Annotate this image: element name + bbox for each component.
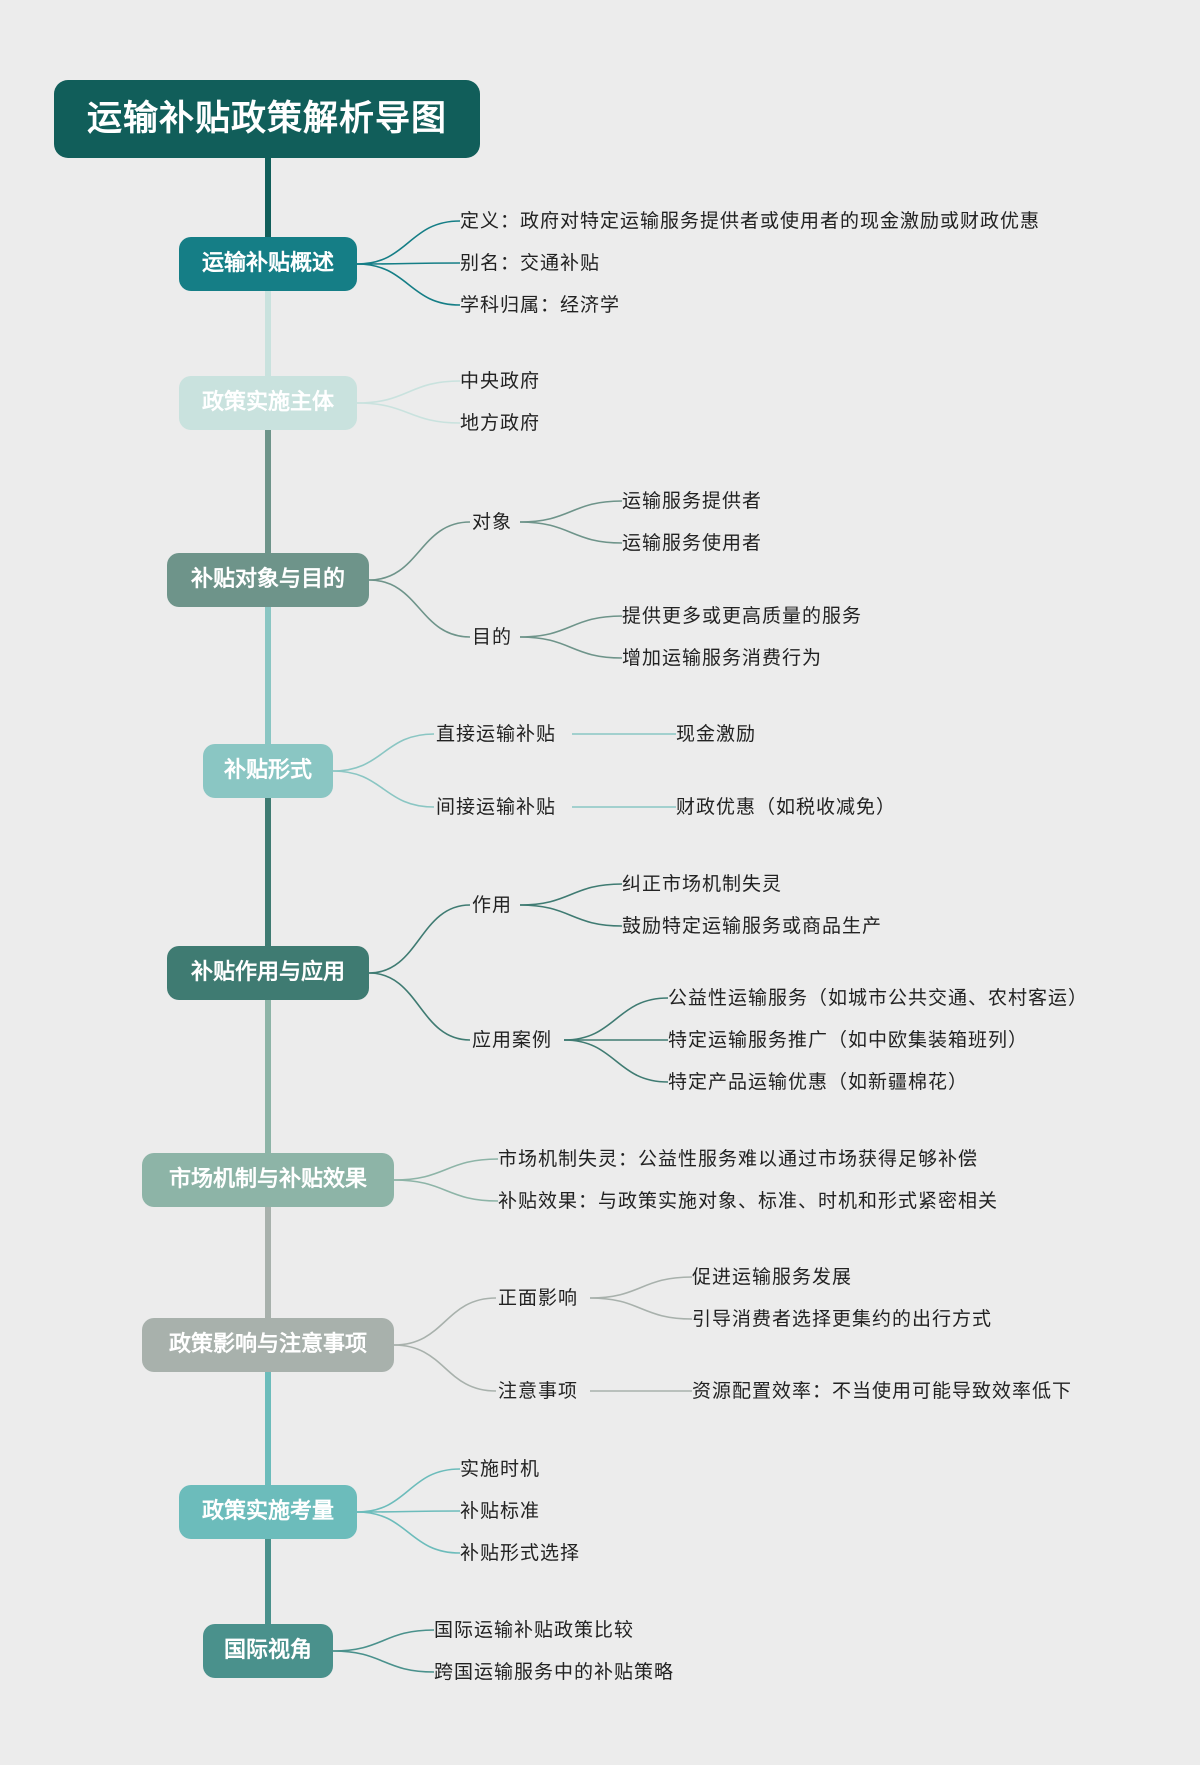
- form-direct-label: 直接运输补贴: [436, 723, 557, 745]
- impact-promote-development: 促进运输服务发展: [692, 1266, 853, 1288]
- target-group-label: 对象: [472, 511, 513, 533]
- target-leaf-connector: [519, 500, 623, 523]
- form-tax-preference: 财政优惠（如税收减免）: [676, 796, 897, 818]
- purpose-leaf-connector: [519, 615, 623, 638]
- branch-overview[interactable]: 运输补贴概述: [179, 237, 357, 291]
- branch-target-purpose[interactable]: 补贴对象与目的: [167, 553, 369, 607]
- market-connector: [393, 1179, 499, 1202]
- application-connector: [368, 972, 471, 1041]
- positive-connector: [393, 1297, 497, 1346]
- overview-connector: [356, 220, 461, 265]
- subject-central-government: 中央政府: [460, 370, 541, 392]
- subject-connector: [356, 402, 461, 424]
- map-title: 运输补贴政策解析导图: [54, 80, 480, 158]
- case-china-europe-train: 特定运输服务推广（如中欧集装箱班列）: [668, 1029, 1029, 1051]
- notes-label: 注意事项: [498, 1380, 579, 1402]
- consider-standard: 补贴标准: [460, 1500, 541, 1522]
- positive-impact-label: 正面影响: [498, 1287, 579, 1309]
- positive-leaf-connector: [589, 1276, 693, 1299]
- consider-connector: [356, 1511, 461, 1554]
- form-indirect-label: 间接运输补贴: [436, 796, 557, 818]
- consider-form-choice: 补贴形式选择: [460, 1542, 581, 1564]
- target-user: 运输服务使用者: [622, 532, 763, 554]
- intl-connector: [332, 1650, 435, 1673]
- purpose-increase-consumption: 增加运输服务消费行为: [622, 647, 823, 669]
- impact-intensive-travel: 引导消费者选择更集约的出行方式: [692, 1308, 993, 1330]
- case-leaf-connector: [563, 1039, 669, 1083]
- overview-connector: [356, 262, 461, 265]
- consider-timing: 实施时机: [460, 1458, 541, 1480]
- intl-policy-comparison: 国际运输补贴政策比较: [434, 1619, 635, 1641]
- consider-connector: [356, 1510, 461, 1513]
- subsidy-effect: 补贴效果：与政策实施对象、标准、时机和形式紧密相关: [498, 1190, 999, 1212]
- overview-discipline: 学科归属：经济学: [460, 294, 621, 316]
- target-provider: 运输服务提供者: [622, 490, 763, 512]
- direct-connector: [332, 733, 435, 772]
- case-xinjiang-cotton: 特定产品运输优惠（如新疆棉花）: [668, 1071, 969, 1093]
- purpose-leaf-connector: [519, 636, 623, 659]
- branch-form[interactable]: 补贴形式: [203, 744, 333, 798]
- branch-effect-application[interactable]: 补贴作用与应用: [167, 946, 369, 1000]
- subject-local-government: 地方政府: [460, 412, 541, 434]
- purpose-group-label: 目的: [472, 626, 513, 648]
- branch-impact-notes[interactable]: 政策影响与注意事项: [142, 1318, 394, 1372]
- purpose-more-service: 提供更多或更高质量的服务: [622, 605, 863, 627]
- subject-connector: [356, 380, 461, 404]
- target-connector: [368, 521, 471, 581]
- case-leaf-connector: [563, 997, 669, 1041]
- market-connector: [393, 1158, 499, 1181]
- notes-allocation-efficiency: 资源配置效率：不当使用可能导致效率低下: [692, 1380, 1073, 1402]
- application-group-label: 应用案例: [472, 1029, 553, 1051]
- branch-implementation[interactable]: 政策实施考量: [179, 1485, 357, 1539]
- effect-connector: [368, 904, 471, 974]
- branch-subject[interactable]: 政策实施主体: [179, 376, 357, 430]
- overview-definition: 定义：政府对特定运输服务提供者或使用者的现金激励或财政优惠: [460, 210, 1041, 232]
- effect-group-label: 作用: [472, 894, 513, 916]
- intl-cross-border-strategy: 跨国运输服务中的补贴策略: [434, 1661, 675, 1683]
- market-failure: 市场机制失灵：公益性服务难以通过市场获得足够补偿: [498, 1148, 979, 1170]
- target-leaf-connector: [519, 521, 623, 544]
- consider-connector: [356, 1468, 461, 1513]
- branch-market-effect[interactable]: 市场机制与补贴效果: [142, 1153, 394, 1207]
- overview-connector: [356, 263, 461, 306]
- effect-encourage-production: 鼓励特定运输服务或商品生产: [622, 915, 883, 937]
- effect-leaf-connector: [519, 904, 623, 927]
- intl-connector: [332, 1629, 435, 1652]
- form-cash-incentive: 现金激励: [676, 723, 757, 745]
- indirect-connector: [332, 770, 435, 808]
- effect-correct-market-failure: 纠正市场机制失灵: [622, 873, 783, 895]
- positive-leaf-connector: [589, 1297, 693, 1320]
- notes-connector: [393, 1344, 497, 1392]
- overview-alias: 别名：交通补贴: [460, 252, 601, 274]
- case-public-transport: 公益性运输服务（如城市公共交通、农村客运）: [668, 987, 1089, 1009]
- branch-international[interactable]: 国际视角: [203, 1624, 333, 1678]
- effect-leaf-connector: [519, 883, 623, 906]
- purpose-connector: [368, 579, 471, 638]
